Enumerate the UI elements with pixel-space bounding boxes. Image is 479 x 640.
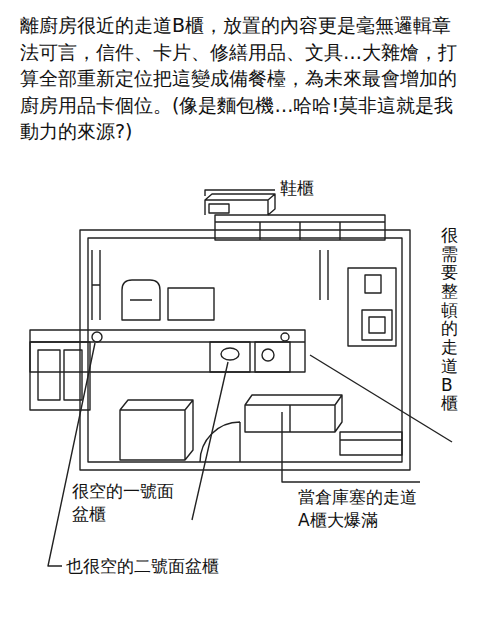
callout-label: 當倉庫塞的走道A櫃大爆滿 <box>298 486 418 532</box>
stool <box>122 280 160 320</box>
cabinet-door <box>38 350 60 400</box>
leader-line <box>48 343 95 566</box>
outer-wall <box>80 230 410 470</box>
basin-cabinet <box>255 342 290 372</box>
window <box>92 250 100 320</box>
basin-2 <box>92 332 102 342</box>
partition <box>320 250 328 300</box>
basin-2-cabinet <box>30 342 90 410</box>
note-text: 離廚房很近的走道B櫃，放置的內容更是毫無邏輯章法可言，信件、卡片、修繕用品、文具… <box>20 12 460 145</box>
top-counter <box>215 215 385 240</box>
bench <box>340 432 402 455</box>
callout-label: 很空的一號面盆櫃 <box>72 480 184 526</box>
chair <box>362 310 392 340</box>
leader-line <box>192 362 228 520</box>
leader-line <box>205 190 275 196</box>
corridor-a-cabinet <box>245 395 342 432</box>
cabinet <box>168 288 214 320</box>
callout-label: 鞋櫃 <box>280 178 340 198</box>
shoe-cabinet-door <box>209 204 229 213</box>
basin-1-cabinet <box>210 342 250 372</box>
chair-seat <box>369 317 385 333</box>
leader-line <box>310 355 452 442</box>
cabinet-door <box>64 350 82 400</box>
shoe-cabinet <box>205 194 275 215</box>
desk-item <box>365 275 381 293</box>
washbasin-counter <box>30 330 305 372</box>
leader-line <box>282 412 420 482</box>
basin <box>262 349 274 361</box>
tap <box>281 333 289 341</box>
table <box>120 400 193 460</box>
inner-wall <box>88 238 402 462</box>
desk <box>348 268 396 346</box>
callout-label: 也很空的二號面盆櫃 <box>66 556 266 576</box>
callout-label-vertical: 很需要整頓的走道B櫃 <box>441 226 458 413</box>
basin-1 <box>221 348 239 360</box>
